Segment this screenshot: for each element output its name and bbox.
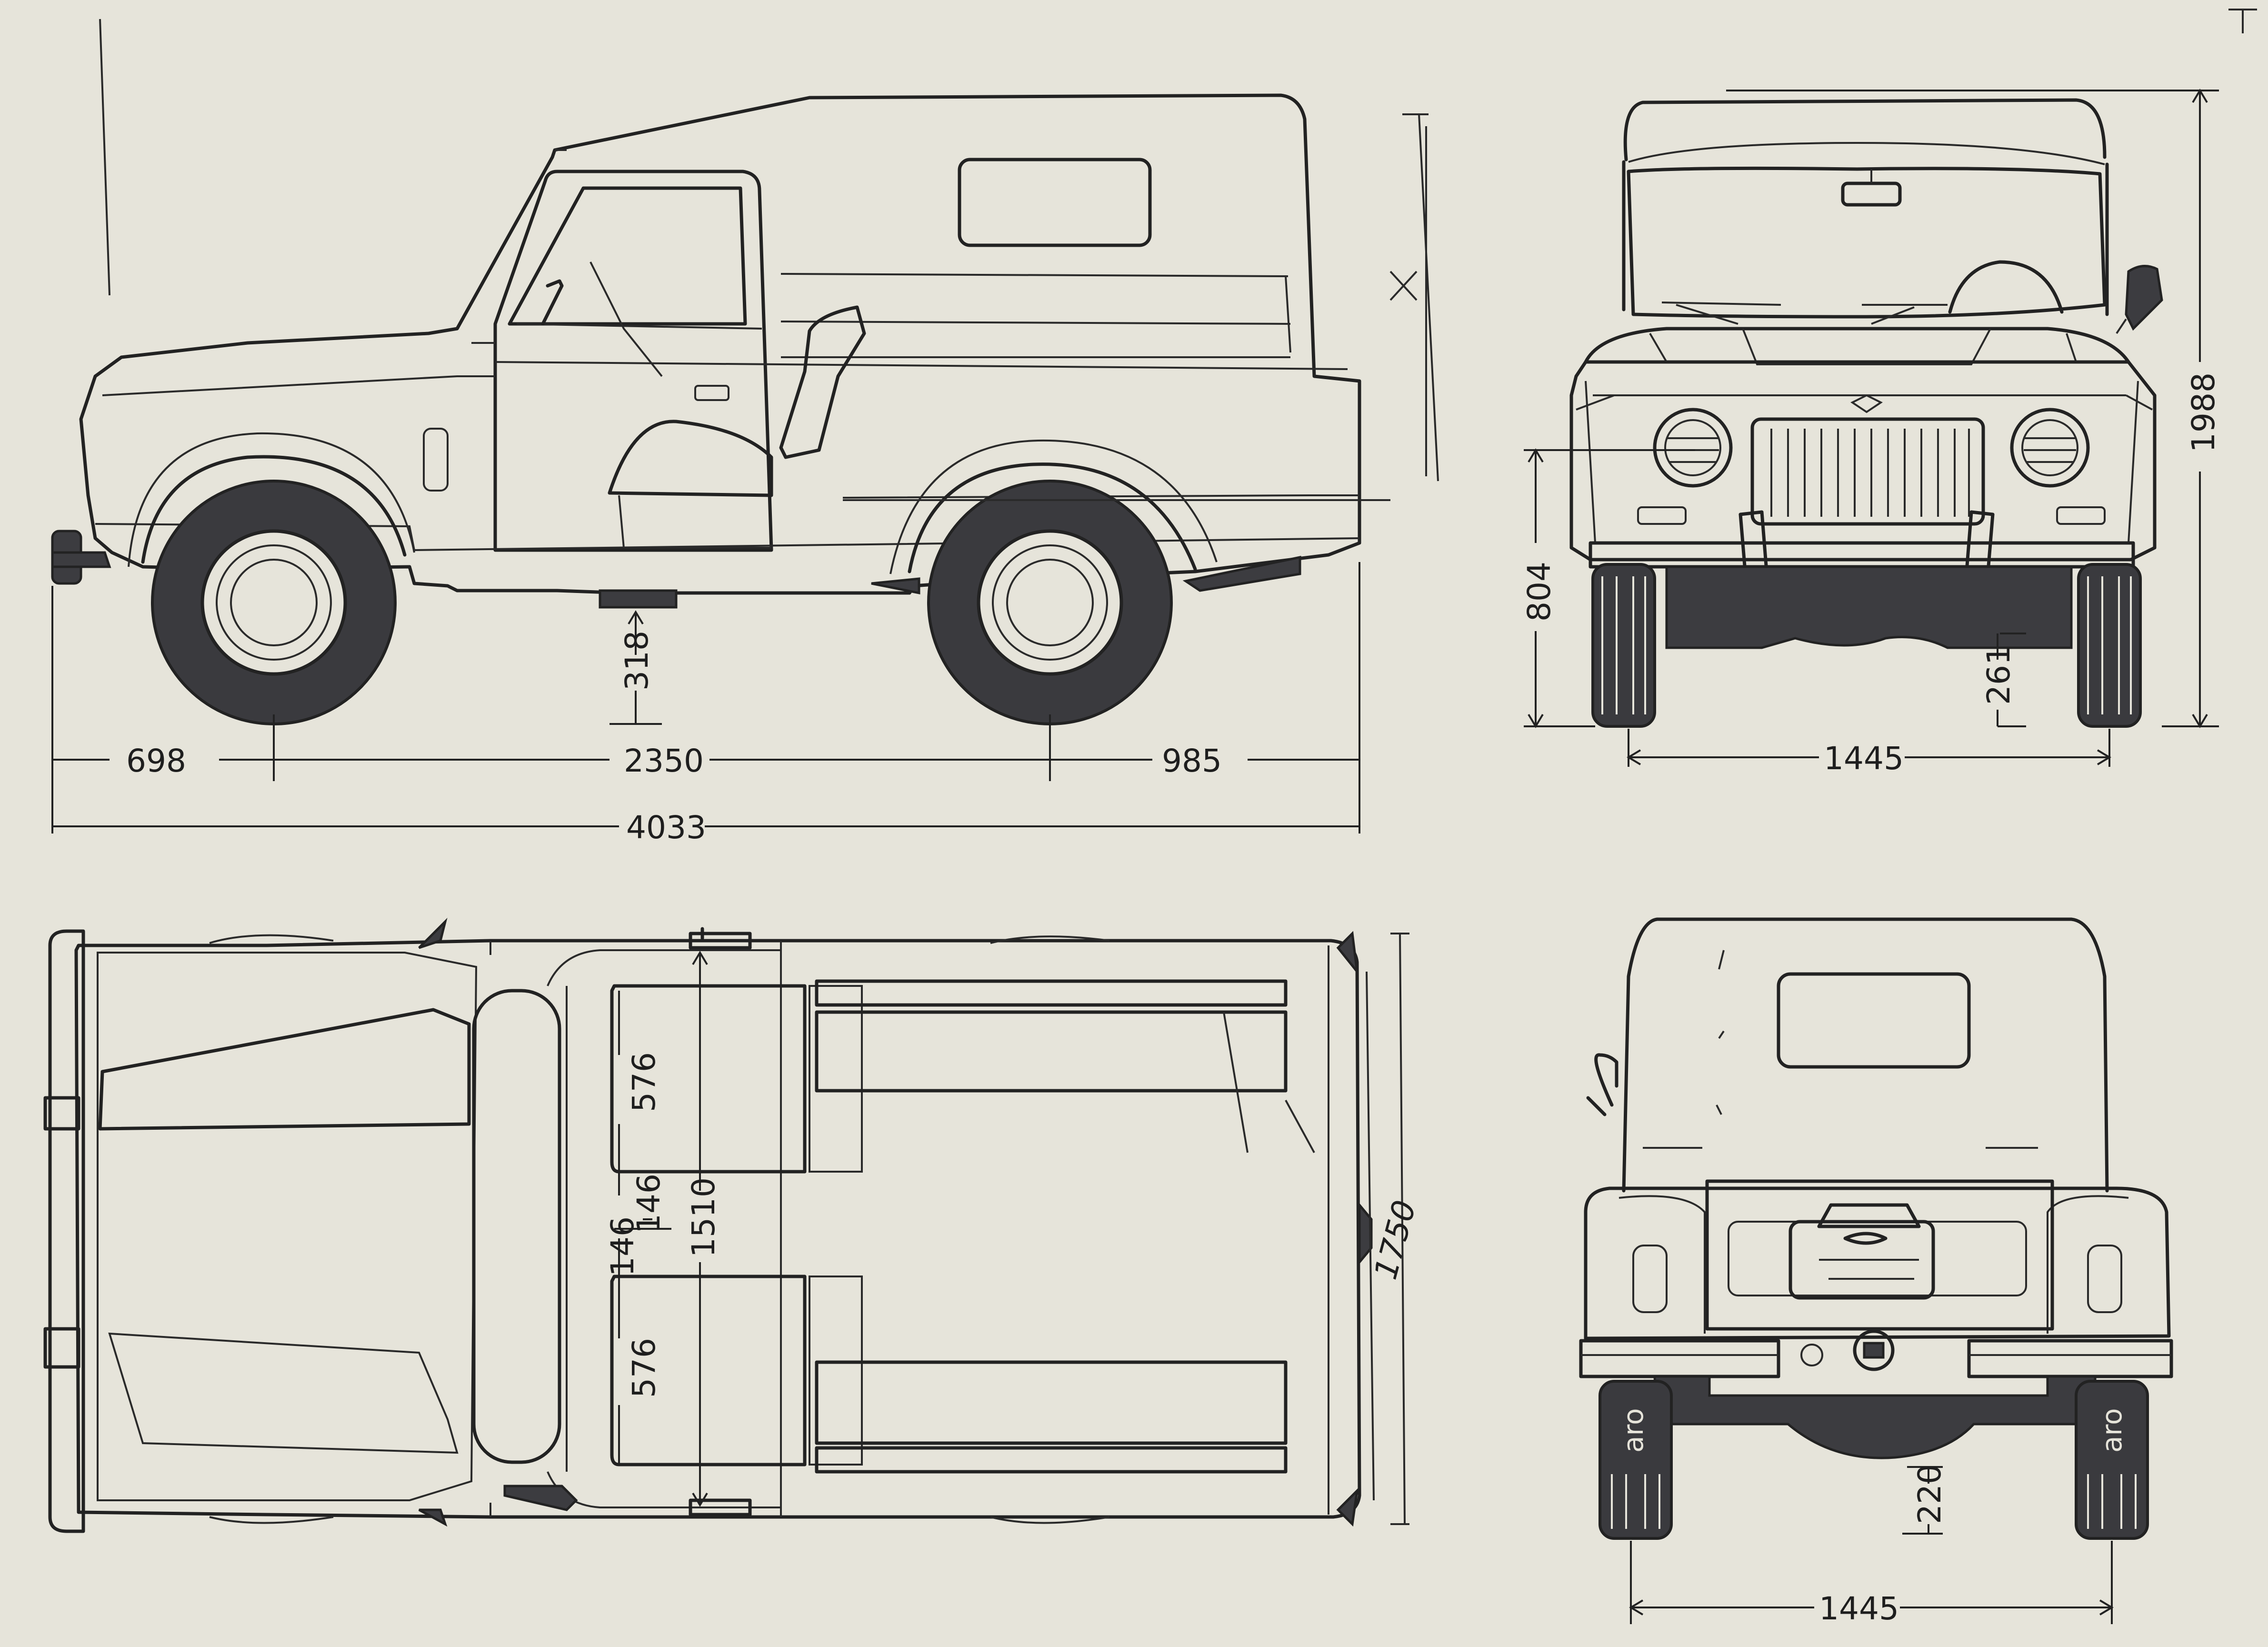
dim-front-overhang: 698 xyxy=(126,743,186,779)
top-windshield xyxy=(472,989,561,1464)
front-headlight-right xyxy=(2010,408,2090,488)
top-body-outline xyxy=(74,939,1361,1519)
dim-front-height: 1988 xyxy=(2185,372,2222,452)
top-front-seat xyxy=(610,984,863,1174)
front-tyre-left xyxy=(1591,563,1656,728)
dim-top-seat-gap-b: 146 xyxy=(630,1174,667,1234)
side-door xyxy=(493,170,773,552)
dim-front-clearance: 261 xyxy=(1980,645,2017,705)
rear-view: aro aro xyxy=(1579,917,2173,1540)
top-dimensions: 576 146 146 576 1510 1750 xyxy=(604,951,1423,1507)
dim-wheelbase: 2350 xyxy=(624,743,704,779)
sheet-corner-marks xyxy=(99,9,2257,296)
dim-top-seat-width-rear: 576 xyxy=(626,1338,662,1398)
front-grille xyxy=(1750,394,1985,526)
front-dimensions: 1988 804 261 1445 xyxy=(1521,89,2222,777)
dim-front-axle-height: 804 xyxy=(1521,562,1558,622)
dim-top-interior-width: 1510 xyxy=(685,1177,722,1257)
front-body xyxy=(1569,360,2157,562)
dim-rear-overhang: 985 xyxy=(1162,743,1222,779)
side-rear-wheel xyxy=(927,480,1173,725)
rear-tyre-badge-left: aro xyxy=(1617,1408,1649,1453)
top-view xyxy=(43,917,1409,1533)
dim-ground-clearance: 318 xyxy=(619,631,655,691)
side-door-window xyxy=(508,186,747,326)
rear-tyre-left: aro xyxy=(1599,1380,1673,1540)
side-front-wheel xyxy=(151,480,397,725)
rear-window xyxy=(1777,972,1971,1069)
dim-top-seat-width-front: 576 xyxy=(626,1052,662,1112)
rear-dimensions: 220 1445 xyxy=(1629,1464,2114,1627)
rear-tyre-right: aro xyxy=(2075,1380,2149,1540)
dim-rear-clearance: 220 xyxy=(1911,1464,1948,1524)
front-view xyxy=(1569,98,2163,728)
side-dimensions: 698 2350 985 4033 318 xyxy=(51,562,1360,846)
side-view xyxy=(51,93,1439,725)
dim-top-seat-gap-a: 146 xyxy=(604,1216,641,1276)
rear-body xyxy=(1584,1186,2171,1340)
dim-front-track: 1445 xyxy=(1824,740,1904,777)
rear-canopy xyxy=(1622,917,2109,1193)
front-roof xyxy=(1623,98,2107,161)
dim-rear-track: 1445 xyxy=(1819,1590,1899,1627)
side-canopy-window xyxy=(958,158,1152,247)
front-tyre-right xyxy=(2077,563,2142,728)
rear-tyre-badge-right: aro xyxy=(2096,1408,2128,1453)
top-rear-seat xyxy=(610,1275,863,1466)
dim-overall-length: 4033 xyxy=(626,809,706,846)
front-windshield xyxy=(1627,166,2107,319)
